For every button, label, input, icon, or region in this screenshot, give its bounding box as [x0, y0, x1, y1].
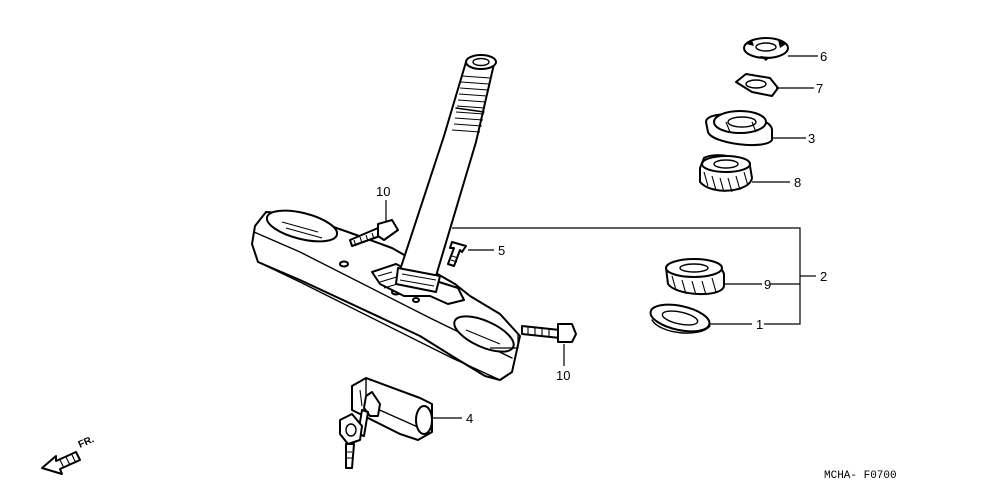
leader-lines — [385, 55, 818, 419]
stem-collar — [395, 267, 441, 293]
callout-7: 7 — [816, 81, 823, 96]
screw-part-5[interactable] — [447, 241, 467, 267]
callout-10-lower: 10 — [556, 368, 570, 383]
callout-6: 6 — [820, 49, 827, 64]
bridge-left-hole — [265, 209, 339, 243]
callout-9: 9 — [764, 277, 771, 292]
callout-labels: 1 2 3 4 5 6 7 8 9 10 10 — [376, 49, 827, 426]
steering-stem[interactable] — [251, 54, 521, 381]
front-direction-indicator: FR. — [41, 434, 96, 475]
callout-10-upper: 10 — [376, 184, 390, 199]
stem-shaft — [399, 61, 495, 277]
top-cone-race[interactable] — [705, 110, 773, 147]
pinch-bolt-lower[interactable] — [521, 323, 577, 343]
diagram-code: MCHA- F0700 — [824, 470, 897, 482]
bridge-right-hole — [453, 315, 515, 353]
callout-8: 8 — [794, 175, 801, 190]
bolt-head — [377, 219, 399, 241]
stem-lock-washer[interactable] — [735, 73, 779, 97]
bolt-head — [557, 323, 577, 343]
bottom-cone-race[interactable] — [648, 300, 712, 336]
stem-lock-nut[interactable] — [743, 37, 789, 61]
lower-bearing[interactable] — [665, 258, 725, 296]
upper-bearing[interactable] — [699, 154, 753, 193]
spare-key — [339, 413, 363, 445]
pinch-bolt-upper[interactable] — [349, 219, 399, 247]
callout-5: 5 — [498, 243, 505, 258]
ignition-key — [363, 391, 381, 417]
stem-top-end — [465, 54, 497, 70]
callout-1: 1 — [756, 317, 763, 332]
callout-3: 3 — [808, 131, 815, 146]
callout-4: 4 — [466, 411, 473, 426]
steering-lock[interactable] — [339, 377, 433, 469]
front-direction-label: FR. — [77, 434, 96, 451]
callout-2: 2 — [820, 269, 827, 284]
